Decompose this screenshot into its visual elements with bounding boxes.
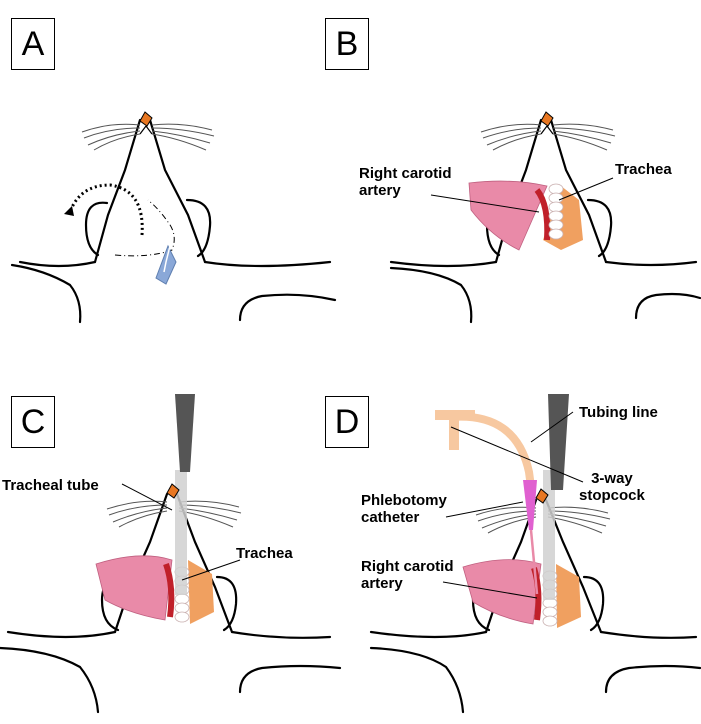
panel-b-drawing <box>389 111 701 324</box>
tracheal-tube <box>175 470 187 595</box>
label-right-carotid-artery: Right carotid artery <box>361 558 454 592</box>
nose-icon <box>139 111 153 127</box>
panel-c-drawing <box>0 394 342 714</box>
tracheal-tube <box>543 470 555 600</box>
label-tracheal-tube: Tracheal tube <box>2 477 99 494</box>
curved-arrow-icon <box>68 183 144 236</box>
tube-hub <box>548 394 569 490</box>
panel-b-letter: B <box>325 18 369 70</box>
panel-c-letter: C <box>11 396 55 448</box>
tubing-line <box>450 412 535 488</box>
panel-b: B <box>325 0 701 362</box>
panel-a: A <box>0 0 350 362</box>
panel-a-letter: A <box>11 18 55 70</box>
stopcock-icon <box>435 410 475 450</box>
panel-d-drawing <box>369 394 701 714</box>
panel-c: C <box>0 362 350 724</box>
scissors-icon <box>155 244 177 285</box>
panel-d-letter: D <box>325 396 369 448</box>
label-trachea: Trachea <box>236 545 293 562</box>
label-3-way-stopcock: 3-way stopcock <box>579 470 645 504</box>
label-right-carotid-artery: Right carotid artery <box>359 165 452 199</box>
label-tubing-line: Tubing line <box>579 404 658 421</box>
phlebotomy-catheter <box>523 480 537 530</box>
label-trachea: Trachea <box>615 161 672 178</box>
tube-hub <box>175 394 195 472</box>
label-phlebotomy-catheter: Phlebotomy catheter <box>361 492 447 526</box>
panel-d: D <box>325 362 701 724</box>
panel-a-drawing <box>10 111 337 324</box>
